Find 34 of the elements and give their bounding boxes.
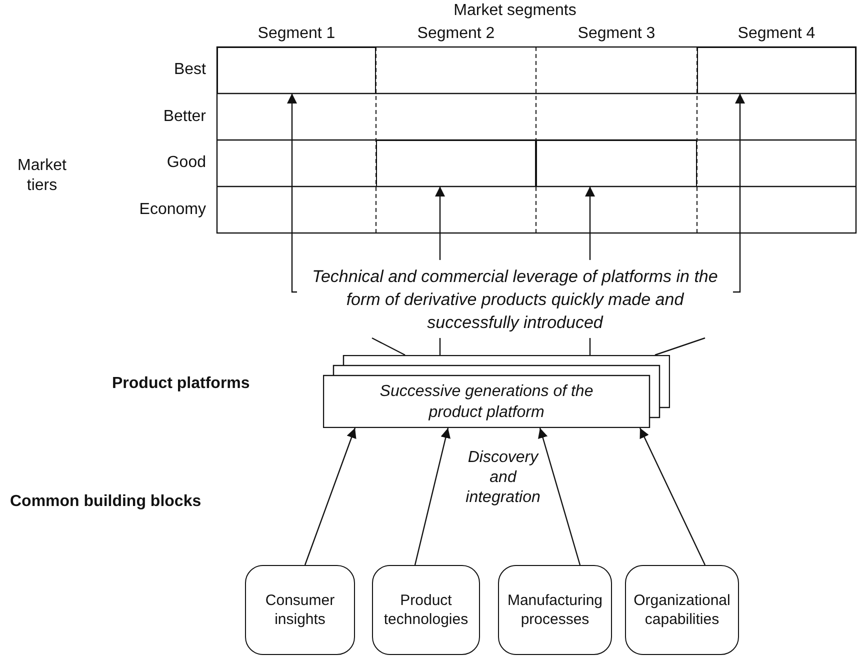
arrow xyxy=(304,428,356,566)
table-cell xyxy=(376,140,536,186)
row-header: Better xyxy=(162,106,206,126)
arrow xyxy=(287,94,297,293)
axis-title: Market segments xyxy=(452,1,578,21)
row-header: Good xyxy=(166,153,206,173)
rounded-box: Consumer insights xyxy=(245,565,355,655)
table-cell xyxy=(697,47,856,94)
note-text: Technical and commercial leverage of platforms in the form of derivative products quickly made and successfully introduced xyxy=(297,260,733,338)
row-header: Economy xyxy=(138,200,206,220)
arrow xyxy=(538,428,581,566)
level-title: Product platforms xyxy=(112,374,251,394)
arrow xyxy=(435,186,445,260)
rounded-box: Manufacturing processes xyxy=(498,565,612,655)
rounded-box: Organizational capabilities xyxy=(625,565,739,655)
connector-line xyxy=(439,338,441,355)
column-header: Segment 2 xyxy=(416,24,496,44)
arrow xyxy=(639,428,706,566)
arrow xyxy=(585,186,595,260)
connector-line xyxy=(589,338,591,355)
column-header: Segment 4 xyxy=(736,24,816,44)
connector-line xyxy=(654,337,706,356)
table-cell xyxy=(217,47,376,94)
rounded-box: Product technologies xyxy=(372,565,480,655)
table-cell xyxy=(536,140,697,186)
column-header: Segment 3 xyxy=(576,24,656,44)
column-header: Segment 1 xyxy=(256,24,336,44)
connector-line xyxy=(372,337,406,356)
row-header: Best xyxy=(172,60,206,80)
arrow xyxy=(733,94,745,293)
level-title: Common building blocks xyxy=(10,492,202,512)
axis-title: Market tiers xyxy=(16,156,68,196)
arrow xyxy=(414,428,451,566)
edge-note: Discovery and integration xyxy=(464,448,542,508)
